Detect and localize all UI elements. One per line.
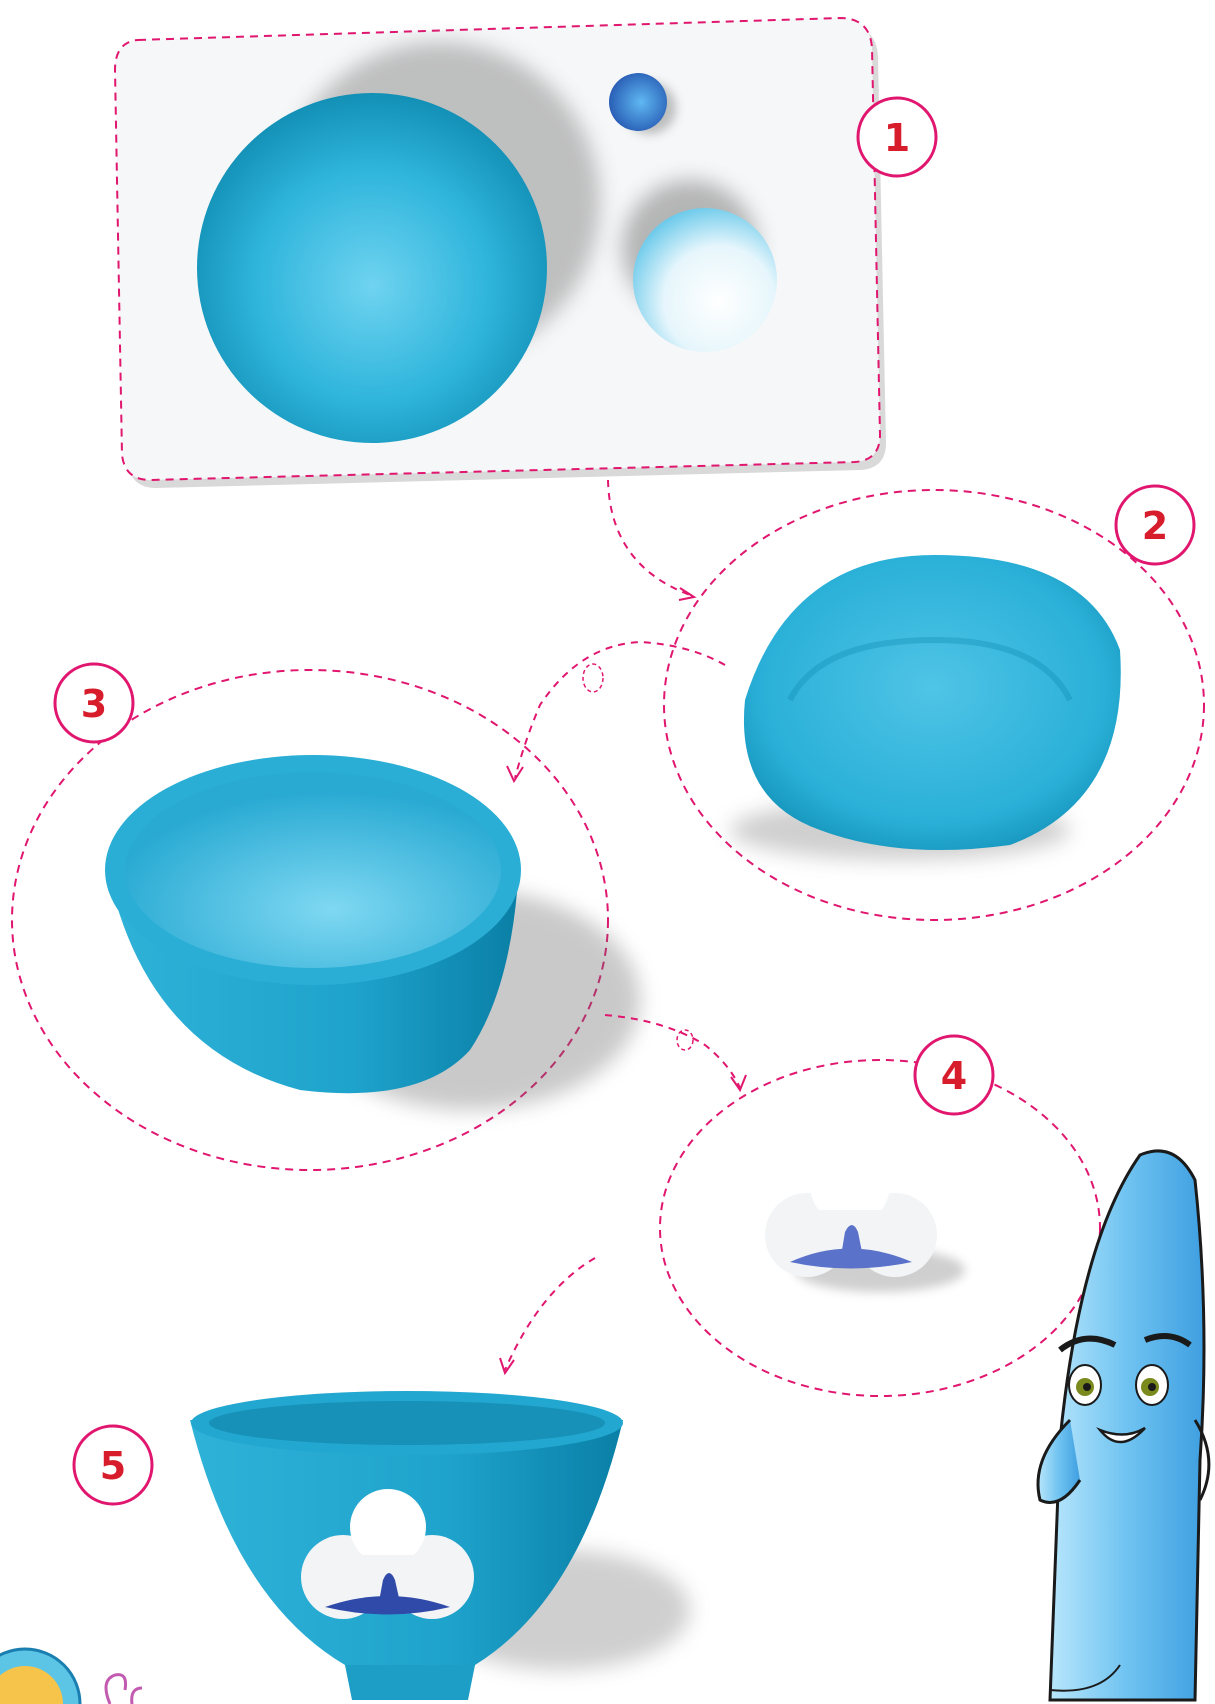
step-5-panel	[190, 1391, 690, 1700]
step-4-badge: 4	[915, 1036, 993, 1114]
flattened-disc-icon	[744, 555, 1121, 850]
large-clay-ball-icon	[197, 93, 547, 443]
step-1-number: 1	[884, 116, 910, 160]
flower-decoration-icon	[765, 1145, 937, 1277]
step-2-badge: 2	[1116, 486, 1194, 564]
step-5-badge: 5	[74, 1426, 152, 1504]
arrow-1-to-2	[608, 480, 690, 595]
step-4-panel	[660, 1060, 1100, 1396]
step-1-badge: 1	[858, 98, 936, 176]
step-2-panel	[664, 490, 1204, 920]
step-1-panel	[115, 18, 886, 488]
step-2-number: 2	[1142, 504, 1168, 548]
step-3-number: 3	[81, 682, 107, 726]
pencil-character-icon	[1038, 1151, 1209, 1700]
white-clay-ball-icon	[633, 208, 777, 352]
step-3-panel	[12, 670, 640, 1170]
step-5-number: 5	[100, 1444, 126, 1488]
step-3-badge: 3	[55, 664, 133, 742]
arrow-4-to-5	[505, 1258, 595, 1370]
step-4-number: 4	[941, 1054, 967, 1098]
small-blue-ball-icon	[609, 73, 667, 131]
arrow-2-to-3	[515, 642, 725, 778]
corner-decoration-icon	[0, 1649, 142, 1704]
